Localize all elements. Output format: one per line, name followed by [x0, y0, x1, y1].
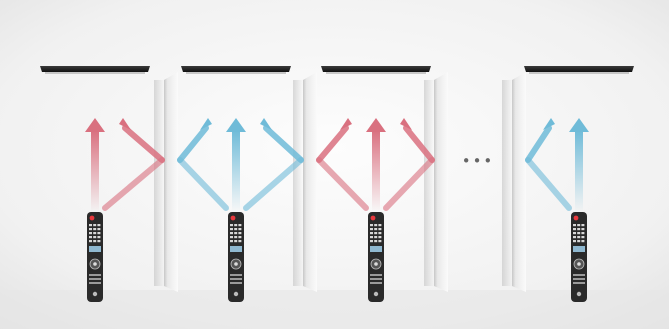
divider-shadow — [293, 80, 303, 286]
divider-shadow — [154, 80, 164, 286]
divider-shadow — [502, 80, 512, 286]
remote-control-icon — [87, 212, 103, 302]
divider-shadow — [424, 80, 434, 286]
ellipsis-dots: ••• — [462, 152, 495, 170]
tv-icon — [181, 66, 291, 74]
remote-control-icon — [571, 212, 587, 302]
tv-icon — [321, 66, 431, 74]
divider-wall — [512, 72, 526, 292]
remote-control-icon — [228, 212, 244, 302]
tv-icon — [524, 66, 634, 74]
tv-icon — [40, 66, 150, 74]
divider-wall — [434, 72, 448, 292]
divider-wall — [303, 72, 317, 292]
divider-wall — [164, 72, 178, 292]
remote-control-icon — [368, 212, 384, 302]
